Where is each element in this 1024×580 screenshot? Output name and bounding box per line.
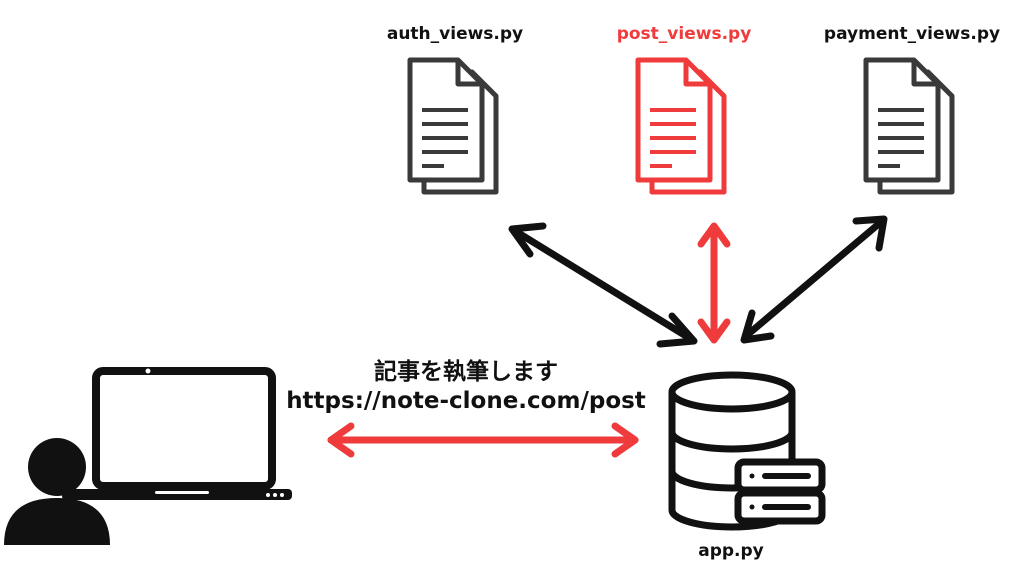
request-url-label: https://note-clone.com/post: [286, 388, 646, 414]
database-server-icon: [668, 371, 826, 531]
post-views-label: post_views.py: [616, 24, 752, 44]
payment-to-app-arrow: [740, 215, 888, 344]
post-to-app-arrow: [697, 222, 731, 344]
auth-to-app-arrow: [508, 222, 698, 348]
payment-views-document-icon: [866, 60, 952, 192]
laptop-icon: [62, 367, 292, 500]
user-icon: [4, 438, 110, 545]
auth-views-label: auth_views.py: [386, 24, 524, 44]
request-arrow: [327, 422, 639, 458]
auth-views-document-icon: [410, 60, 496, 192]
request-action-label: 記事を執筆します: [374, 359, 558, 385]
post-views-document-icon: [638, 60, 724, 192]
payment-views-label: payment_views.py: [823, 24, 1001, 44]
app-label: app.py: [698, 541, 764, 561]
